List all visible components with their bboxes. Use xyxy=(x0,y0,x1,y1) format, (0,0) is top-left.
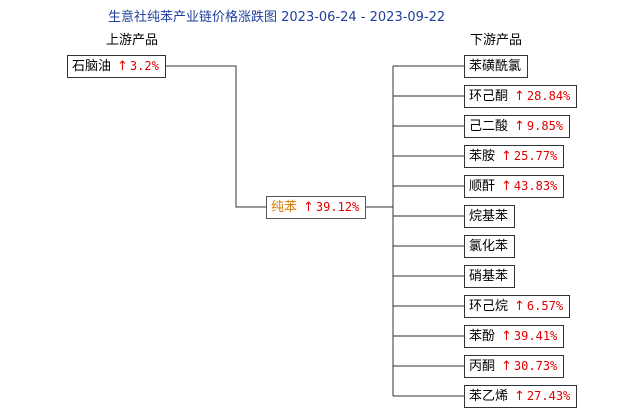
node-downstream-1[interactable]: 环己酮 ↑28.84% xyxy=(464,85,578,108)
node-name: 烷基苯 xyxy=(469,209,509,224)
node-downstream-11[interactable]: 苯乙烯 ↑27.43% xyxy=(464,385,578,408)
node-name: 苯乙烯 xyxy=(469,389,509,404)
node-change: 27.43% xyxy=(526,389,571,403)
node-downstream-8[interactable]: 环己烷 ↑6.57% xyxy=(464,295,571,318)
downstream-label: 下游产品 xyxy=(470,33,523,48)
node-downstream-9[interactable]: 苯酚 ↑39.41% xyxy=(464,325,565,348)
node-change: 3.2% xyxy=(129,59,159,73)
node-name: 纯苯 xyxy=(271,200,298,215)
node-downstream-5[interactable]: 烷基苯 xyxy=(464,205,516,228)
chart-title: 生意社纯苯产业链价格涨跌图 2023-06-24 - 2023-09-22 xyxy=(108,10,446,25)
node-name: 氯化苯 xyxy=(469,239,509,254)
node-name: 环己酮 xyxy=(469,89,509,104)
node-name: 己二酸 xyxy=(469,119,509,134)
node-downstream-7[interactable]: 硝基苯 xyxy=(464,265,516,288)
node-name: 顺酐 xyxy=(469,179,496,194)
node-name: 苯胺 xyxy=(469,149,496,164)
node-center[interactable]: 纯苯 ↑39.12% xyxy=(266,196,367,219)
node-downstream-6[interactable]: 氯化苯 xyxy=(464,235,516,258)
connector-upstream xyxy=(163,65,266,208)
node-downstream-10[interactable]: 丙酮 ↑30.73% xyxy=(464,355,565,378)
up-arrow-icon: ↑ xyxy=(514,89,525,104)
node-downstream-3[interactable]: 苯胺 ↑25.77% xyxy=(464,145,565,168)
up-arrow-icon: ↑ xyxy=(501,329,512,344)
up-arrow-icon: ↑ xyxy=(514,389,525,404)
node-change: 30.73% xyxy=(513,359,558,373)
node-name: 硝基苯 xyxy=(469,269,509,284)
up-arrow-icon: ↑ xyxy=(501,179,512,194)
node-downstream-0[interactable]: 苯磺酰氯 xyxy=(464,55,529,78)
node-name: 苯磺酰氯 xyxy=(469,59,522,74)
node-name: 环己烷 xyxy=(469,299,509,314)
up-arrow-icon: ↑ xyxy=(514,299,525,314)
up-arrow-icon: ↑ xyxy=(514,119,525,134)
node-change: 43.83% xyxy=(513,179,558,193)
node-name: 丙酮 xyxy=(469,359,496,374)
node-change: 28.84% xyxy=(526,89,571,103)
node-change: 39.12% xyxy=(315,200,360,214)
up-arrow-icon: ↑ xyxy=(117,59,128,74)
node-downstream-4[interactable]: 顺酐 ↑43.83% xyxy=(464,175,565,198)
node-name: 石脑油 xyxy=(72,59,112,74)
up-arrow-icon: ↑ xyxy=(501,359,512,374)
node-change: 25.77% xyxy=(513,149,558,163)
node-change: 39.41% xyxy=(513,329,558,343)
up-arrow-icon: ↑ xyxy=(303,200,314,215)
up-arrow-icon: ↑ xyxy=(501,149,512,164)
upstream-label: 上游产品 xyxy=(106,33,159,48)
node-change: 9.85% xyxy=(526,119,564,133)
node-upstream-0[interactable]: 石脑油 ↑3.2% xyxy=(67,55,166,78)
node-change: 6.57% xyxy=(526,299,564,313)
node-name: 苯酚 xyxy=(469,329,496,344)
node-downstream-2[interactable]: 己二酸 ↑9.85% xyxy=(464,115,571,138)
